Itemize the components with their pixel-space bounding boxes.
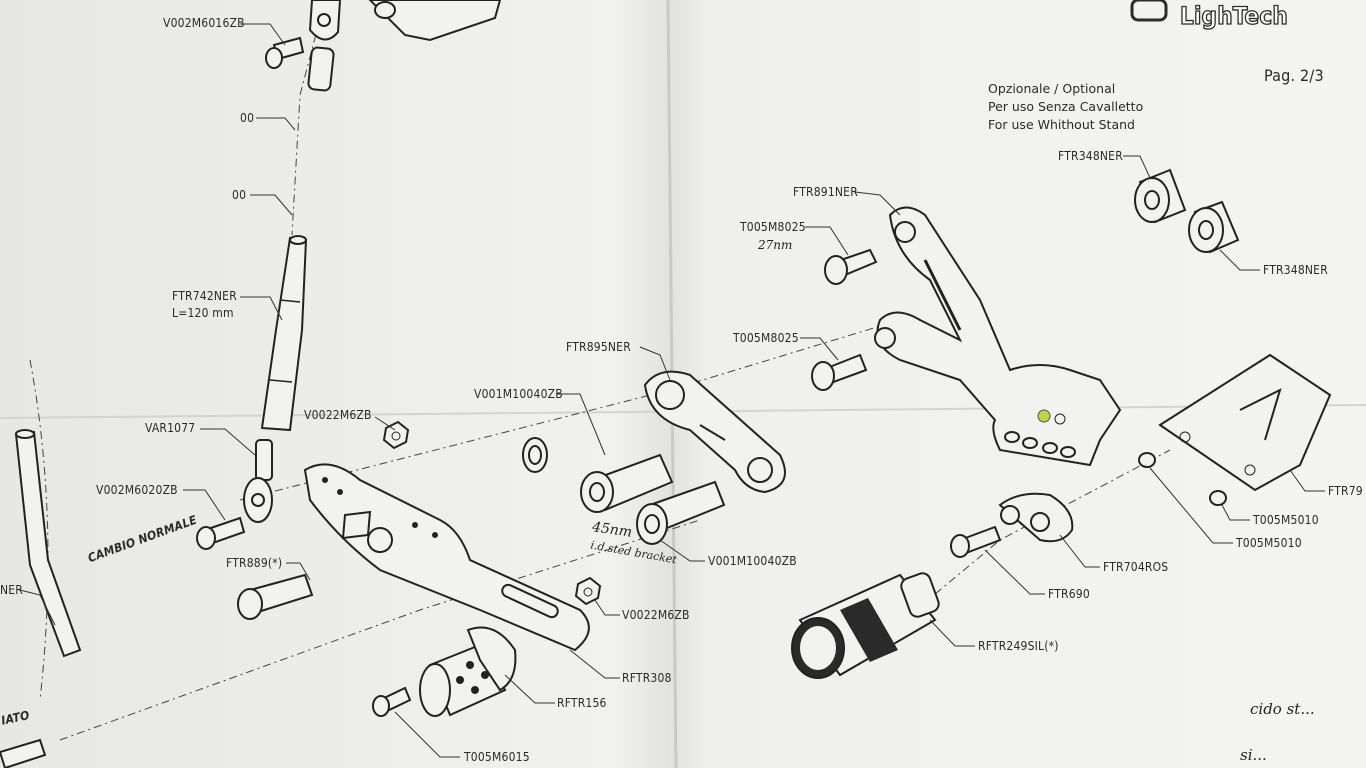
label-ftr895ner: FTR895NER <box>566 340 631 354</box>
spacer-ftr348ner-a <box>1134 168 1187 224</box>
label-ftr742ner: FTR742NER <box>172 289 237 303</box>
label-v001m10040zb-bottom: V001M10040ZB <box>708 554 797 568</box>
label-rftr249sil: RFTR249SIL(*) <box>978 639 1059 653</box>
nut-v0022m6zb-bottom <box>574 576 602 606</box>
optional-note-line1: Opzionale / Optional <box>988 81 1116 96</box>
label-ftr889: FTR889(*) <box>226 556 283 570</box>
spacer-ftr348ner-b <box>1188 200 1240 254</box>
bolt-ftr690 <box>950 525 1002 558</box>
label-t005m8025-bottom: T005M8025 <box>733 331 799 345</box>
rod-end-top <box>307 0 342 92</box>
lever-rftr308 <box>303 463 590 652</box>
label-ftr690: FTR690 <box>1048 587 1090 601</box>
link-ftr895ner <box>643 370 786 494</box>
bolt-t005m8025-bottom <box>811 353 868 391</box>
label-v0022m6zb-bottom: V0022M6ZB <box>622 608 690 622</box>
nut-v0022m6zb-top <box>382 420 410 450</box>
label-t005m6015: T005M6015 <box>464 750 530 764</box>
adapter-ftr704ros <box>998 492 1074 543</box>
label-ftr79: FTR79 <box>1328 484 1363 498</box>
handwritten-right-a: cido st... <box>1250 700 1315 718</box>
label-ner-left: NER <box>0 583 23 597</box>
rod-end-var1077 <box>243 439 273 523</box>
bolt-t005m8025-top <box>824 248 878 285</box>
bolt-t005m5010-b <box>1209 490 1227 506</box>
heel-guard-ftr79 <box>1158 353 1332 492</box>
label-t005m5010-b: T005M5010 <box>1236 536 1302 550</box>
label-oo-mid: 00 <box>232 188 247 202</box>
brand-logo-mark <box>1130 0 1168 22</box>
leader-lines <box>19 23 1325 758</box>
bolt-v001m10040zb-b <box>636 480 726 545</box>
optional-note-line3: For use Whithout Stand <box>988 117 1135 132</box>
label-ftr891ner: FTR891NER <box>793 185 858 199</box>
label-v0022m6zb-top: V0022M6ZB <box>304 408 372 422</box>
left-axis <box>29 359 49 701</box>
rod-left <box>14 429 82 658</box>
label-v001m10040zb-top: V001M10040ZB <box>474 387 563 401</box>
pivot-axis <box>239 319 901 501</box>
label-t005m5010-a: T005M5010 <box>1253 513 1319 527</box>
brand-logo-text: LighTech <box>1179 1 1288 30</box>
clamp-top-right <box>368 0 502 42</box>
bolt-t005m6015 <box>372 686 412 717</box>
bolt-left-bottom <box>0 738 47 768</box>
peg-axis <box>59 519 701 741</box>
bolt-v002m6016zb <box>265 36 305 69</box>
handwritten-right-b: si... <box>1240 746 1267 764</box>
bracket-ftr891ner <box>874 206 1122 467</box>
bolt-t005m5010-a <box>1138 452 1156 468</box>
rod-ftr742ner <box>260 235 308 432</box>
peg-rftr249sil <box>791 572 940 679</box>
label-oo-top: 00 <box>240 111 255 125</box>
label-rftr308: RFTR308 <box>622 671 672 685</box>
label-ftr348ner-top: FTR348NER <box>1058 149 1123 163</box>
washer-v001m10040zb <box>522 437 548 473</box>
page-number: Pag. 2/3 <box>1264 66 1324 85</box>
label-ftr742ner-length: L=120 mm <box>172 306 234 320</box>
label-t005m8025-top: T005M8025 <box>740 220 806 234</box>
peg-rftr156 <box>419 626 517 717</box>
label-rftr156: RFTR156 <box>557 696 607 710</box>
bolt-ftr889 <box>237 573 314 620</box>
label-v002m6016zb: V002M6016ZB <box>163 16 245 30</box>
label-ftr348ner-bottom: FTR348NER <box>1263 263 1328 277</box>
label-var1077: VAR1077 <box>145 421 196 435</box>
bolt-v001m10040zb-a <box>580 453 674 513</box>
label-v002m6020zb: V002M6020ZB <box>96 483 178 497</box>
label-ftr704ros: FTR704ROS <box>1103 560 1169 574</box>
optional-note-line2: Per uso Senza Cavalletto <box>988 99 1144 114</box>
bolt-v002m6020zb <box>196 516 246 550</box>
handwritten-torque-27nm: 27nm <box>758 238 793 252</box>
